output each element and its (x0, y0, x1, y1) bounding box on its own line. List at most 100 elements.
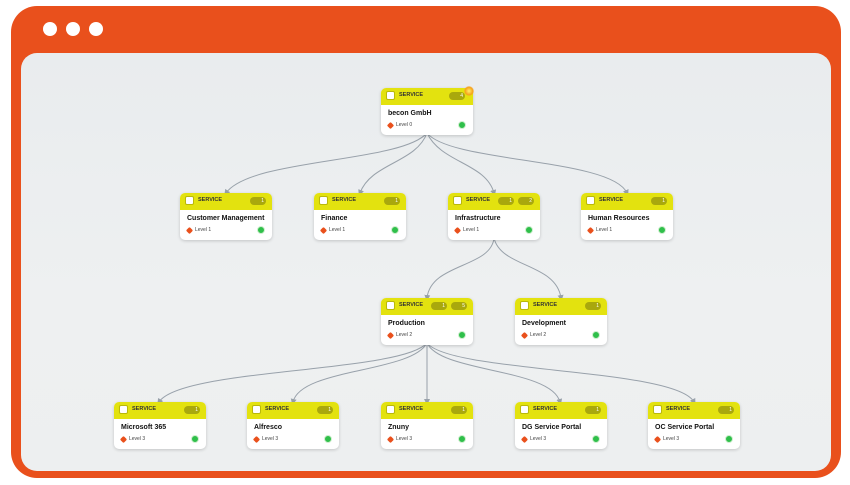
status-ok-icon (324, 435, 332, 443)
node-badge-secondary[interactable]: 2 (518, 197, 534, 205)
node-header: SERVICE 1 (381, 402, 473, 419)
node-title: Human Resources (588, 215, 650, 222)
node-title: Microsoft 365 (121, 424, 167, 431)
node-header: SERVICE 1 (581, 193, 673, 210)
node-human-resources[interactable]: SERVICE 1 Human Resources Level 1 (581, 193, 673, 240)
node-title: Infrastructure (455, 215, 501, 222)
service-icon (653, 405, 662, 414)
node-type: SERVICE (666, 406, 691, 412)
node-type: SERVICE (599, 197, 624, 203)
window-dot-1[interactable] (43, 22, 57, 36)
service-icon (386, 91, 395, 100)
edge-production-oc (426, 342, 696, 405)
node-customer-management[interactable]: SERVICE 1 Customer Management Level 1 (180, 193, 272, 240)
level-icon (386, 331, 395, 340)
window-dot-2[interactable] (66, 22, 80, 36)
edge-becon-customer (224, 132, 428, 196)
node-badge[interactable]: 1 (384, 197, 400, 205)
level-icon (520, 331, 529, 340)
node-level: Level 1 (463, 227, 480, 233)
node-title: Alfresco (254, 424, 283, 431)
node-header: SERVICE 1 2 (448, 193, 540, 210)
node-badge[interactable]: 1 (585, 302, 601, 310)
node-oc-service-portal[interactable]: SERVICE 1 OC Service Portal Level 3 (648, 402, 740, 449)
node-badge[interactable]: 1 (718, 406, 734, 414)
service-tree-canvas[interactable]: SERVICE 4 becon GmbH Level 0 SERVICE 1 C… (21, 53, 831, 471)
node-badge[interactable]: 1 (431, 302, 447, 310)
node-type: SERVICE (399, 406, 424, 412)
node-header: SERVICE 4 (381, 88, 473, 105)
node-znuny[interactable]: SERVICE 1 Znuny Level 3 (381, 402, 473, 449)
node-title: DG Service Portal (522, 424, 582, 431)
status-ok-icon (458, 435, 466, 443)
node-dg-service-portal[interactable]: SERVICE 1 DG Service Portal Level 3 (515, 402, 607, 449)
edge-infra-development (493, 237, 564, 301)
node-type: SERVICE (533, 406, 558, 412)
service-icon (119, 405, 128, 414)
node-type: SERVICE (399, 92, 424, 98)
node-badge[interactable]: 1 (498, 197, 514, 205)
edge-production-dg (426, 342, 563, 405)
level-icon (586, 226, 595, 235)
status-ok-icon (257, 226, 265, 234)
node-type: SERVICE (399, 302, 424, 308)
level-icon (119, 435, 128, 444)
level-icon (386, 121, 395, 130)
node-badge[interactable]: 4 (449, 92, 465, 100)
service-icon (252, 405, 261, 414)
node-badge[interactable]: 1 (184, 406, 200, 414)
app-window: SERVICE 4 becon GmbH Level 0 SERVICE 1 C… (11, 6, 841, 478)
node-level: Level 1 (195, 227, 212, 233)
node-level: Level 3 (396, 436, 413, 442)
node-badge[interactable]: 1 (250, 197, 266, 205)
service-icon (386, 301, 395, 310)
node-level: Level 0 (396, 122, 413, 128)
node-becon[interactable]: SERVICE 4 becon GmbH Level 0 (381, 88, 473, 135)
node-finance[interactable]: SERVICE 1 Finance Level 1 (314, 193, 406, 240)
node-title: Production (388, 320, 425, 327)
status-ok-icon (191, 435, 199, 443)
node-badge[interactable]: 1 (651, 197, 667, 205)
node-badge[interactable]: 1 (585, 406, 601, 414)
edge-production-alfresco (290, 342, 428, 405)
node-infrastructure[interactable]: SERVICE 1 2 Infrastructure Level 1 (448, 193, 540, 240)
node-alfresco[interactable]: SERVICE 1 Alfresco Level 3 (247, 402, 339, 449)
node-badge[interactable]: 1 (451, 406, 467, 414)
service-icon (453, 196, 462, 205)
node-microsoft-365[interactable]: SERVICE 1 Microsoft 365 Level 3 (114, 402, 206, 449)
node-type: SERVICE (132, 406, 157, 412)
node-header: SERVICE 1 (515, 402, 607, 419)
node-level: Level 3 (663, 436, 680, 442)
edge-production-ms365 (157, 342, 428, 405)
service-icon (185, 196, 194, 205)
service-icon (386, 405, 395, 414)
status-ok-icon (458, 121, 466, 129)
level-icon (453, 226, 462, 235)
node-title: becon GmbH (388, 110, 432, 117)
service-icon (586, 196, 595, 205)
node-production[interactable]: SERVICE 1 5 Production Level 2 (381, 298, 473, 345)
status-ok-icon (458, 331, 466, 339)
edge-becon-infra (426, 132, 497, 196)
node-badge-secondary[interactable]: 5 (451, 302, 467, 310)
window-dot-3[interactable] (89, 22, 103, 36)
edge-becon-hr (426, 132, 629, 196)
node-header: SERVICE 1 5 (381, 298, 473, 315)
node-development[interactable]: SERVICE 1 Development Level 2 (515, 298, 607, 345)
level-icon (319, 226, 328, 235)
status-ok-icon (592, 331, 600, 339)
service-icon (319, 196, 328, 205)
node-level: Level 3 (129, 436, 146, 442)
node-level: Level 1 (596, 227, 613, 233)
node-title: Development (522, 320, 566, 327)
node-header: SERVICE 1 (247, 402, 339, 419)
edge-becon-finance (358, 132, 428, 196)
node-badge[interactable]: 1 (317, 406, 333, 414)
node-title: Finance (321, 215, 348, 222)
node-type: SERVICE (332, 197, 357, 203)
node-title: Znuny (388, 424, 409, 431)
node-level: Level 1 (329, 227, 346, 233)
service-icon (520, 301, 529, 310)
status-ok-icon (592, 435, 600, 443)
node-level: Level 3 (530, 436, 547, 442)
